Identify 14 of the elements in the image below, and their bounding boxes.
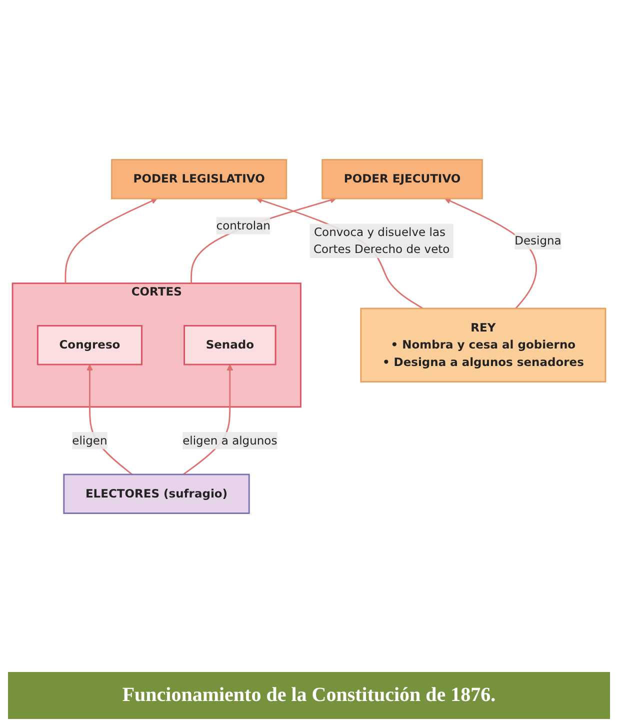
- edge-label: Designa: [514, 233, 562, 247]
- node-box: Congreso: [36, 324, 142, 365]
- edge-label: controlan: [216, 218, 270, 232]
- node-box: Senado: [184, 324, 276, 365]
- caption: Funcionamiento de la Constitución de 1876.: [8, 672, 610, 719]
- edge-label: Convoca y disuelve las Cortes Derecho de veto: [313, 224, 450, 256]
- node-box: PODER EJECUTIVO: [322, 158, 483, 199]
- edge-label: eligen: [72, 433, 108, 447]
- node-box: ELECTORES (sufragio): [63, 473, 250, 514]
- edge-label: eligen a algunos: [182, 433, 278, 447]
- arrow: [190, 196, 336, 283]
- node-box: REY • Nombra y cesa al gobierno • Designa a algunos senadores: [360, 307, 606, 382]
- arrow: [64, 198, 158, 283]
- node-box: PODER LEGISLATIVO: [111, 158, 288, 199]
